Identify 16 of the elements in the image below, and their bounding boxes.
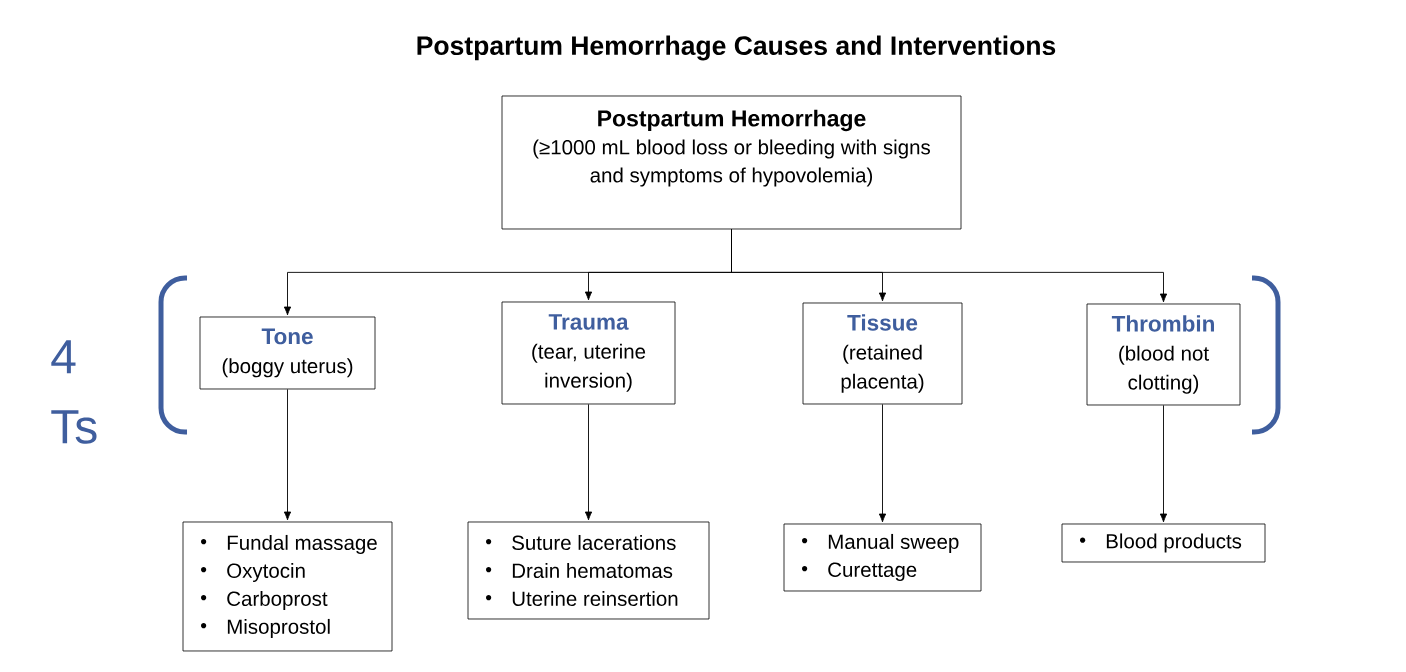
arrow: [878, 403, 887, 523]
category-box: Thrombin (blood not clotting): [1086, 303, 1241, 406]
arrow: [283, 388, 292, 521]
side-label: 4 Ts: [51, 340, 97, 444]
arrow: [1159, 404, 1168, 523]
bullet-list-box: Manual sweep Curettage: [783, 523, 982, 592]
category-box: Tone (boggy uterus): [199, 316, 376, 390]
category-box: Tissue (retained placenta): [802, 302, 963, 405]
arrow: [584, 403, 593, 521]
bullet-list-box: Blood products: [1061, 523, 1266, 563]
category-box: Trauma (tear, uterine inversion): [501, 301, 676, 405]
bullet-list-box: Fundal massage Oxytocin Carboprost Misoprostol: [182, 521, 393, 652]
title: Postpartum Hemorrhage Causes and Interventions: [417, 35, 1056, 61]
arrow: [731, 228, 1168, 303]
bullet-list-box: Suture lacerations Drain hematomas Uterine reinsertion: [467, 521, 710, 620]
heading-box: Postpartum Hemorrhage (≥1000 mL blood loss or bleeding with signs and symptoms of hypovolemia): [501, 95, 962, 230]
